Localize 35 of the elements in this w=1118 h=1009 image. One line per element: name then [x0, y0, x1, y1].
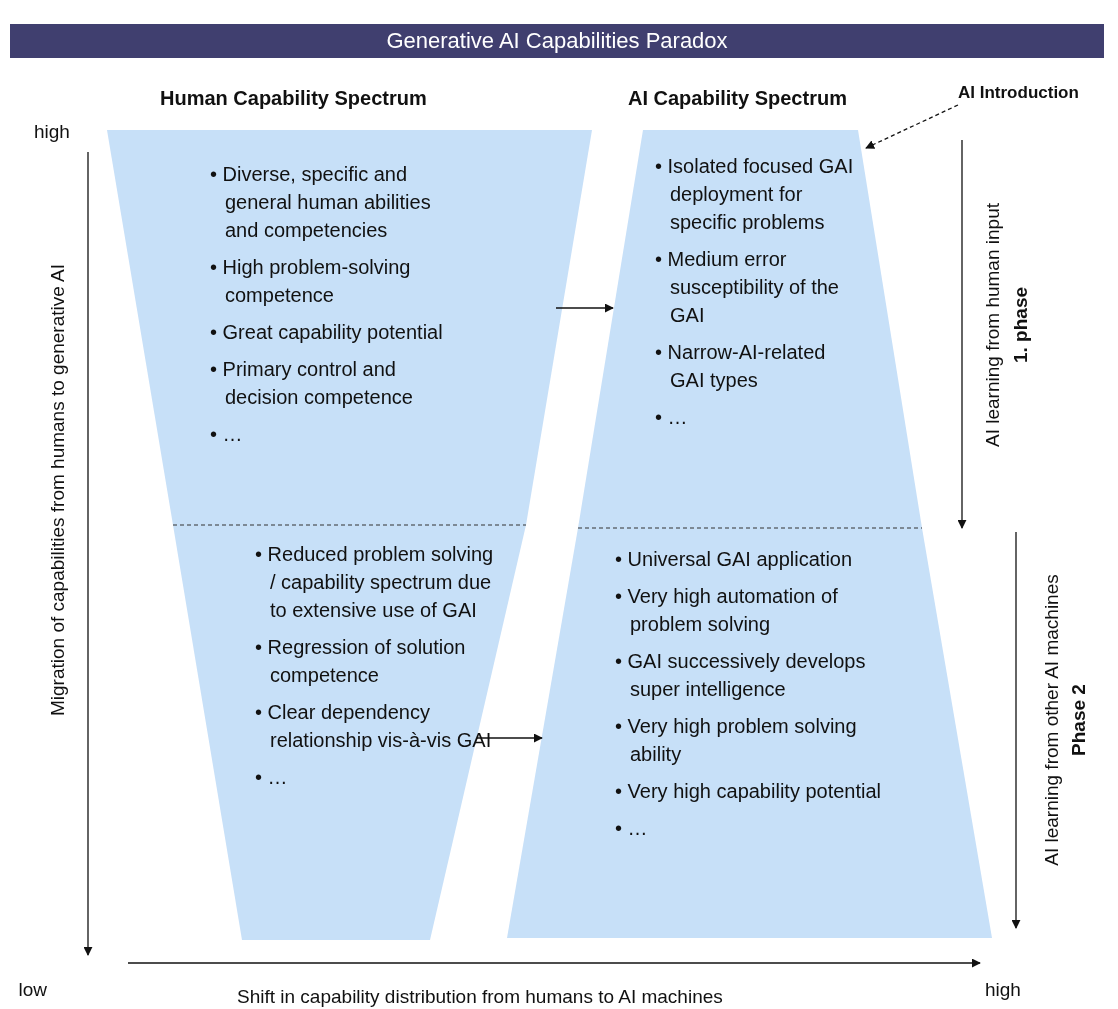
callout-label: AI Introduction: [958, 83, 1114, 107]
axis-label: AI learning from other AI machines: [1040, 574, 1063, 866]
column-heading: AI Capability Spectrum: [628, 87, 847, 110]
bullet-item: • …: [255, 765, 289, 790]
bullet-item: • Clear dependency relationship vis-à-vis GAI: [255, 700, 493, 753]
arrow: [865, 104, 959, 149]
bullet-item: • …: [210, 422, 244, 447]
bullet-item: • Isolated focused GAI deployment for specific problems: [655, 154, 855, 235]
axis-label: AI learning from human input: [982, 203, 1004, 447]
axis-label: 1. phase: [1010, 287, 1032, 363]
bullet-item: • High problem-solving competence: [210, 255, 412, 308]
axis-label: high: [34, 121, 70, 143]
bullet-item: • Medium error susceptibility of the GAI: [655, 247, 840, 328]
bullet-item: • Diverse, specific and general human abilities and competencies: [210, 162, 432, 243]
bullet-item: • Primary control and decision competence: [210, 357, 414, 410]
axis-label: high: [985, 979, 1021, 1001]
axis-label: Shift in capability distribution from humans to AI machines: [237, 986, 723, 1008]
axis-label: low: [18, 979, 47, 1001]
bullet-item: • …: [615, 816, 649, 841]
arrow: [476, 733, 543, 743]
bullet-item: • Reduced problem solving / capability spectrum due to extensive use of GAI: [255, 542, 495, 623]
title-bar: Generative AI Capabilities Paradox: [10, 24, 1104, 58]
bullet-item: • Narrow-AI-related GAI types: [655, 340, 827, 393]
bullet-item: • Great capability potential: [210, 320, 444, 345]
bullet-item: • Universal GAI application: [615, 547, 854, 572]
arrow: [555, 303, 614, 313]
bullet-item: • Very high problem solving ability: [615, 714, 858, 767]
axis-label: Migration of capabilities from humans to generative AI: [47, 264, 69, 716]
bullet-item: • Very high capability potential: [615, 779, 883, 804]
bullet-item: • …: [655, 405, 689, 430]
bullet-item: • Regression of solution competence: [255, 635, 467, 688]
bullet-item: • GAI successively develops super intelligence: [615, 649, 867, 702]
column-heading: Human Capability Spectrum: [160, 87, 427, 110]
axis-label: Phase 2: [1067, 684, 1090, 756]
bullet-item: • Very high automation of problem solving: [615, 584, 839, 637]
